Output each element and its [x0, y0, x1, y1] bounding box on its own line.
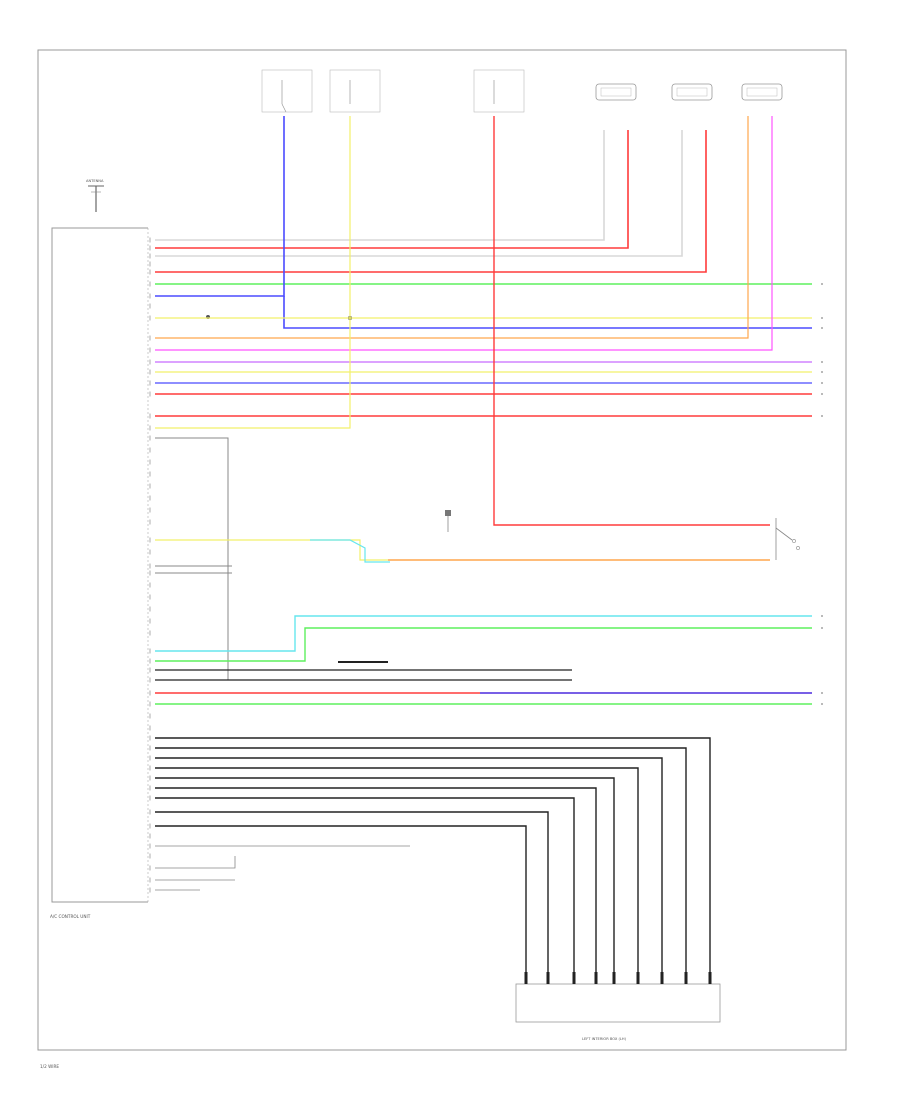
wire-16 — [155, 116, 351, 429]
harness-pin-7 — [572, 972, 576, 984]
harness-pin-4 — [636, 972, 640, 984]
terminal-dot — [821, 382, 823, 384]
terminal-dot — [821, 317, 823, 319]
harness-pin-5 — [612, 972, 616, 984]
wire-25 — [155, 627, 812, 662]
wire-33 — [155, 747, 687, 984]
wire-10 — [155, 116, 773, 351]
wire-18 — [493, 116, 770, 526]
wire-24 — [155, 615, 812, 652]
bottom-box-label: LEFT INTERIOR BOX (LH) — [582, 1037, 627, 1041]
terminal-dot — [821, 627, 823, 629]
wire-4 — [155, 130, 707, 273]
bottom-connector: LEFT INTERIOR BOX (LH) — [515, 983, 721, 1041]
terminal-dot — [821, 692, 823, 694]
wire-1 — [155, 130, 605, 241]
harness-pin-8 — [546, 972, 550, 984]
wire-6 — [155, 116, 285, 297]
terminal-dot — [821, 393, 823, 395]
terminal-dot — [821, 415, 823, 417]
wire-39 — [155, 811, 549, 984]
diagram-frame — [37, 49, 847, 1051]
wire-2 — [155, 130, 629, 249]
speaker-left-rear — [671, 83, 713, 101]
antenna-icon: ANTENNA — [86, 179, 104, 212]
pin-labels — [149, 237, 823, 984]
unit-label: A/C CONTROL UNIT — [50, 914, 91, 919]
ground-symbol — [445, 510, 451, 532]
speaker-right-front — [741, 83, 783, 101]
terminal-dot — [821, 615, 823, 617]
wire-34 — [155, 757, 663, 984]
wire-9 — [155, 116, 749, 339]
harness-pin-1 — [708, 972, 712, 984]
wire-17 — [155, 437, 229, 681]
wire-7 — [283, 296, 812, 329]
wire-40 — [155, 825, 527, 984]
harness-pin-6 — [594, 972, 598, 984]
corner-label: 1/2 WIRE — [40, 1064, 59, 1069]
wire-19 — [155, 539, 388, 561]
wire-35 — [155, 767, 639, 984]
terminal-dot — [821, 283, 823, 285]
harness-pin-9 — [524, 972, 528, 984]
control-unit-box — [51, 227, 148, 903]
terminal-dot — [821, 361, 823, 363]
harness-pin-2 — [684, 972, 688, 984]
fuse-block-1 — [261, 69, 313, 113]
wire-32 — [155, 737, 711, 984]
fuse-block-3 — [473, 69, 525, 113]
wire-37 — [155, 787, 597, 984]
wire-38 — [155, 797, 575, 984]
door-switch-icon — [775, 518, 800, 560]
wire-20 — [310, 539, 390, 563]
fuse-block-2 — [329, 69, 381, 113]
wire-layer — [155, 116, 812, 984]
terminal-dot — [821, 327, 823, 329]
wire-42 — [155, 856, 236, 869]
terminal-dot — [821, 371, 823, 373]
terminal-dot — [821, 703, 823, 705]
wire-3 — [155, 130, 683, 257]
splice-symbol — [206, 200, 352, 320]
harness-pin-3 — [660, 972, 664, 984]
antenna-label: ANTENNA — [86, 179, 104, 183]
speaker-left-front — [595, 83, 637, 101]
wire-36 — [155, 777, 615, 984]
